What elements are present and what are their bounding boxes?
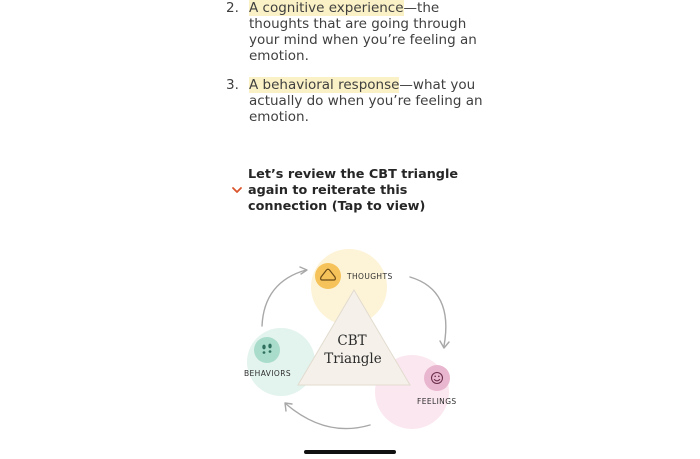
chevron-down-icon	[232, 187, 242, 193]
arrow-feelings-to-behaviors	[285, 403, 371, 430]
smiley-eye	[438, 375, 440, 378]
numbered-list: 2. A cognitive experience—the thoughts t…	[226, 0, 486, 125]
thought-bubble-icon	[320, 268, 336, 281]
cbt-triangle	[297, 289, 411, 386]
cbt-triangle-diagram[interactable]: CBT Triangle THOUGHTS BEHAVIORS	[230, 238, 480, 438]
feelings-icon-bg	[424, 365, 450, 391]
arrow-head	[439, 340, 450, 349]
triangle-title-line2: Triangle	[324, 351, 381, 367]
feelings-node[interactable]: FEELINGS	[417, 365, 457, 406]
behaviors-node[interactable]: BEHAVIORS	[244, 337, 291, 378]
home-indicator[interactable]	[304, 450, 396, 454]
behaviors-label: BEHAVIORS	[244, 369, 291, 378]
arrow-behaviors-to-thoughts	[261, 269, 307, 327]
feelings-label: FEELINGS	[417, 397, 457, 406]
list-number: 3.	[226, 77, 239, 93]
thoughts-label: THOUGHTS	[346, 272, 393, 281]
list-item-text: —the thoughts that are going through you…	[249, 0, 477, 64]
review-cbt-text: Let’s review the CBT triangle again to r…	[248, 167, 459, 214]
smiley-eye	[434, 375, 436, 378]
thoughts-node[interactable]: THOUGHTS	[315, 263, 393, 289]
behaviors-icon-bg	[254, 337, 280, 363]
behaviors-blob	[247, 328, 315, 396]
list-item: 3. A behavioral response—what you actual…	[226, 77, 486, 125]
arrow-head	[284, 402, 293, 412]
triangle-title-line1: CBT	[337, 333, 366, 349]
highlighted-term: A cognitive experience	[249, 0, 404, 16]
list-item-text: —what you actually do when you’re feelin…	[249, 77, 483, 125]
arrow-thoughts-to-feelings	[409, 276, 447, 347]
highlighted-term: A behavioral response	[249, 77, 400, 93]
list-number: 2.	[226, 0, 239, 16]
list-item: 2. A cognitive experience—the thoughts t…	[226, 0, 486, 64]
footprints-icon	[262, 343, 272, 354]
arrow-head	[299, 266, 308, 275]
smiley-icon	[430, 371, 444, 385]
thoughts-icon-bg	[315, 263, 341, 289]
